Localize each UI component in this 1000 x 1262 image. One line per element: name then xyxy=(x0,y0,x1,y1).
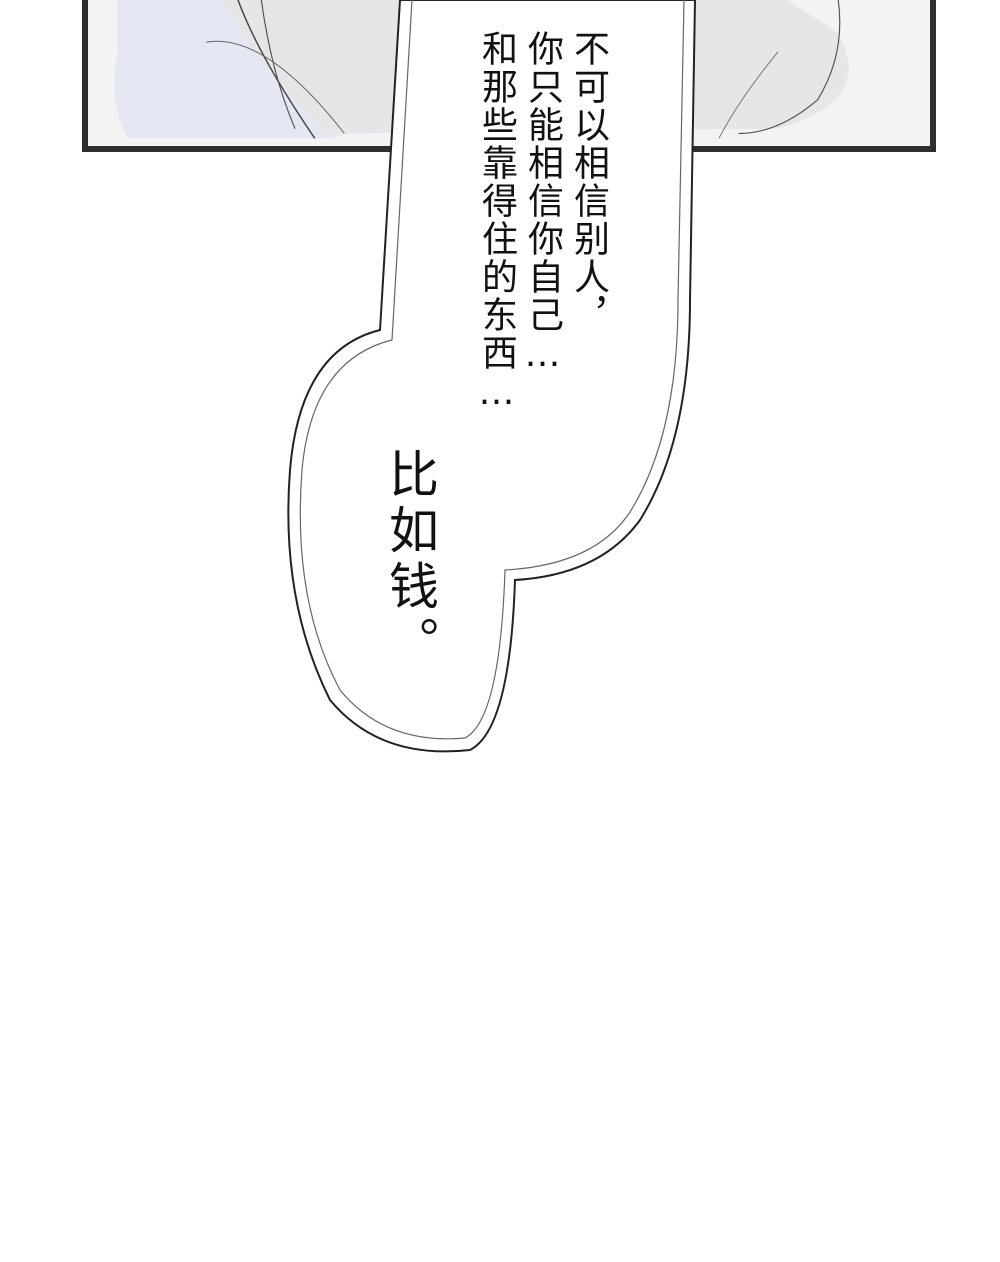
bubble-line-3: 和那些靠得住的东西… xyxy=(476,30,517,415)
bubble-line-1: 不可以相信别人， xyxy=(568,30,609,334)
bubble-emphasis-text: 比如钱。 xyxy=(381,448,439,672)
bubble-line-2: 你只能相信你自己… xyxy=(522,30,563,377)
